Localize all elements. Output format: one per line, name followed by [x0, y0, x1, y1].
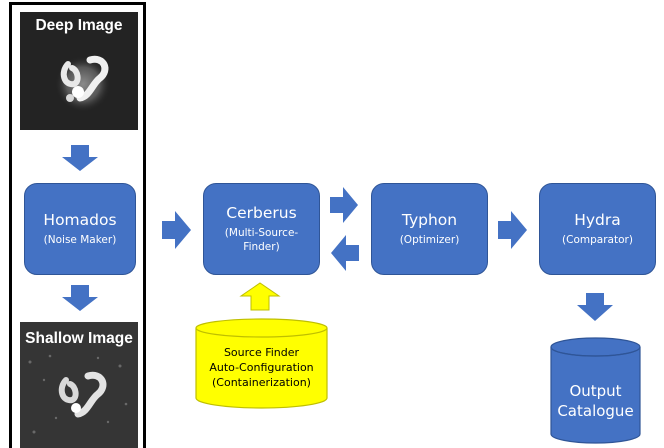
source-finder-cylinder: Source Finder Auto-Configuration (Contai…	[195, 318, 328, 410]
source-finder-text: Source Finder Auto-Configuration (Contai…	[195, 346, 328, 391]
yellow-cylinder-shape	[195, 318, 328, 409]
deep-image-label: Deep Image	[35, 17, 123, 34]
hydra-box: Hydra (Comparator)	[539, 183, 656, 275]
homados-title: Homados	[43, 211, 117, 230]
output-line1: Output	[569, 382, 622, 400]
input-output-frame	[9, 2, 146, 448]
arrow-left-1	[331, 235, 359, 271]
cerberus-title: Cerberus	[226, 204, 297, 223]
hydra-title: Hydra	[574, 211, 621, 230]
homados-subtitle: (Noise Maker)	[43, 233, 117, 246]
typhon-box: Typhon (Optimizer)	[371, 183, 488, 275]
arrow-right-3	[498, 211, 527, 249]
output-catalogue-cylinder: Output Catalogue	[550, 337, 641, 445]
arrow-right-1	[162, 211, 191, 249]
arrow-up-yellow	[239, 282, 281, 311]
source-finder-line3: (Containerization)	[212, 375, 311, 389]
shallow-image-panel: Shallow Image	[20, 322, 138, 448]
source-finder-line1: Source Finder	[223, 346, 300, 359]
source-finder-line2: Auto-Configuration	[209, 360, 314, 374]
deep-image-panel: Deep Image	[20, 12, 138, 130]
blue-cylinder-shape	[550, 337, 641, 444]
shallow-galaxy-image	[20, 322, 138, 448]
typhon-title: Typhon	[401, 211, 458, 230]
arrow-right-2	[330, 187, 358, 223]
output-text: Output Catalogue	[550, 381, 641, 422]
shallow-image-label: Shallow Image	[25, 330, 133, 347]
arrow-down-2	[62, 285, 98, 311]
deep-galaxy-image	[55, 55, 111, 112]
hydra-subtitle: (Comparator)	[562, 233, 633, 246]
output-line2: Catalogue	[557, 402, 634, 421]
cerberus-subtitle: (Multi-Source- Finder)	[224, 226, 299, 253]
arrow-down-1	[62, 145, 98, 171]
arrow-down-3	[577, 293, 613, 321]
typhon-subtitle: (Optimizer)	[399, 233, 460, 246]
cerberus-box: Cerberus (Multi-Source- Finder)	[203, 183, 320, 275]
homados-box: Homados (Noise Maker)	[24, 183, 136, 275]
